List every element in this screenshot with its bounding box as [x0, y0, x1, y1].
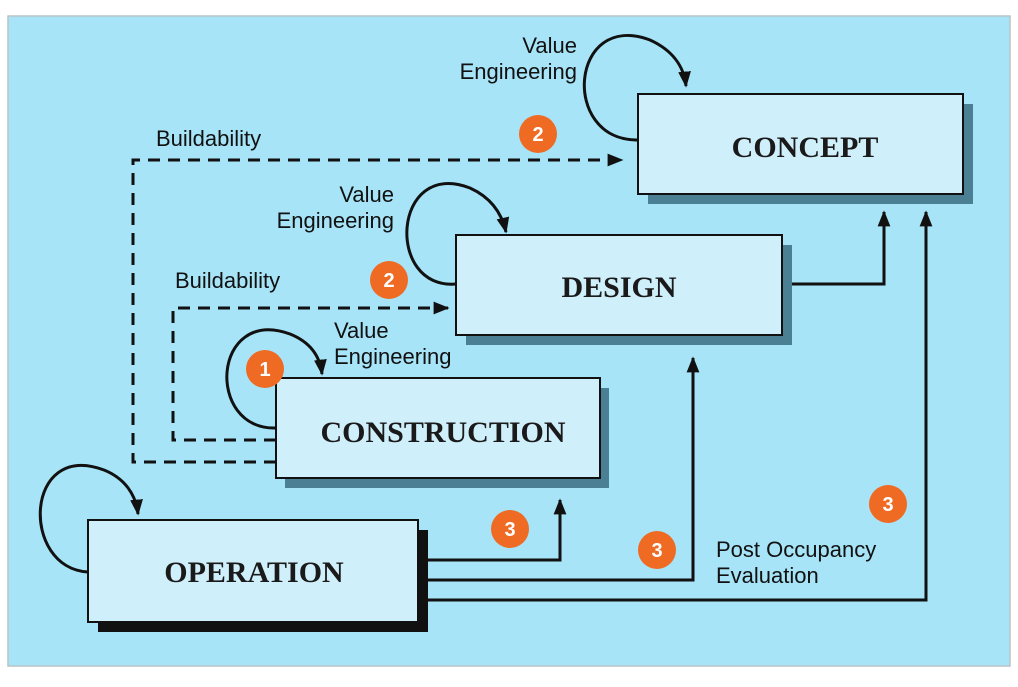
- buildability-label-concept: Buildability: [156, 126, 261, 151]
- construction-value-engineering-loop: [225, 328, 327, 430]
- construction-value-label-line2: Engineering: [334, 344, 451, 369]
- design-box: DESIGN: [455, 234, 792, 345]
- buildability-arrow-to-design: [171, 301, 450, 442]
- concept-value-engineering-loop: [582, 34, 691, 142]
- concept-box: CONCEPT: [637, 93, 973, 204]
- concept-value-label-line1: Value: [522, 33, 577, 58]
- badge-design-buildability-number: 2: [383, 270, 394, 292]
- construction-box-label: CONSTRUCTION: [320, 416, 565, 449]
- construction-box: CONSTRUCTION: [275, 377, 609, 488]
- badge-construction-loop: 1: [246, 350, 284, 388]
- construction-value-label-line1: Value: [334, 318, 389, 343]
- buildability-label-design: Buildability: [175, 268, 280, 293]
- design-value-label-line2: Engineering: [277, 208, 394, 233]
- badge-concept-buildability-number: 2: [532, 124, 543, 146]
- post-occupancy-label-line1: Post Occupancy: [716, 537, 876, 562]
- post-occupancy-label-line2: Evaluation: [716, 563, 819, 588]
- badge-operation-to-concept-number: 3: [882, 494, 893, 516]
- operation-to-construction-arrow: [427, 498, 567, 562]
- badge-operation-to-concept: 3: [869, 485, 907, 523]
- operation-loop: [38, 464, 143, 574]
- design-value-label-line1: Value: [339, 182, 394, 207]
- concept-value-label-line2: Engineering: [460, 59, 577, 84]
- buildability-arrow-to-concept: [131, 153, 624, 464]
- operation-to-concept-arrow: [427, 210, 933, 602]
- badge-operation-to-construction-number: 3: [504, 519, 515, 541]
- badge-construction-loop-number: 1: [259, 359, 270, 381]
- concept-box-label: CONCEPT: [732, 131, 879, 164]
- badge-operation-to-design: 3: [638, 531, 676, 569]
- badge-operation-to-design-number: 3: [651, 540, 662, 562]
- operation-to-design-arrow: [427, 356, 700, 582]
- operation-box-label: OPERATION: [164, 556, 344, 589]
- design-box-label: DESIGN: [561, 271, 676, 304]
- design-value-engineering-loop: [405, 182, 510, 286]
- badge-design-buildability: 2: [370, 261, 408, 299]
- operation-box: OPERATION: [87, 519, 428, 632]
- design-to-concept-arrow: [792, 210, 891, 286]
- badge-concept-buildability: 2: [519, 115, 557, 153]
- badge-operation-to-construction: 3: [491, 510, 529, 548]
